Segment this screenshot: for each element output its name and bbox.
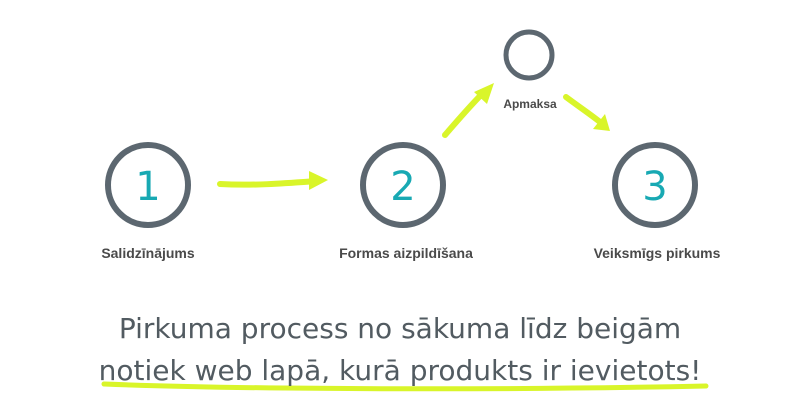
step-1-circle [105, 142, 191, 228]
arrow-payment-to-step3 [563, 94, 610, 131]
step-1-label: Salidzīnājums [101, 245, 195, 261]
step-1: 1 Salidzīnājums [101, 142, 195, 261]
caption-highlight-underline [101, 381, 709, 392]
arrow-step2-to-payment [442, 83, 494, 138]
step-2-circle [360, 142, 446, 228]
step-3-number: 3 [642, 164, 667, 210]
step-3: 3 Veiksmīgs pirkums [594, 142, 721, 261]
arrow-step1-to-step2 [217, 171, 328, 190]
caption-line-1: Pirkuma process no sākuma līdz beigām [118, 312, 682, 345]
step-1-number: 1 [135, 164, 160, 210]
step-3-circle [612, 142, 698, 228]
step-3-label: Veiksmīgs pirkums [594, 245, 721, 261]
payment-node: Apmaksa [503, 29, 557, 111]
step-2-label: Formas aizpildīšana [339, 245, 473, 261]
payment-label: Apmaksa [503, 97, 557, 111]
payment-circle [503, 29, 555, 81]
step-2: 2 Formas aizpildīšana [339, 142, 473, 261]
step-2-number: 2 [390, 164, 415, 210]
caption-line-2: notiek web lapā, kurā produkts ir ieviet… [98, 354, 702, 387]
